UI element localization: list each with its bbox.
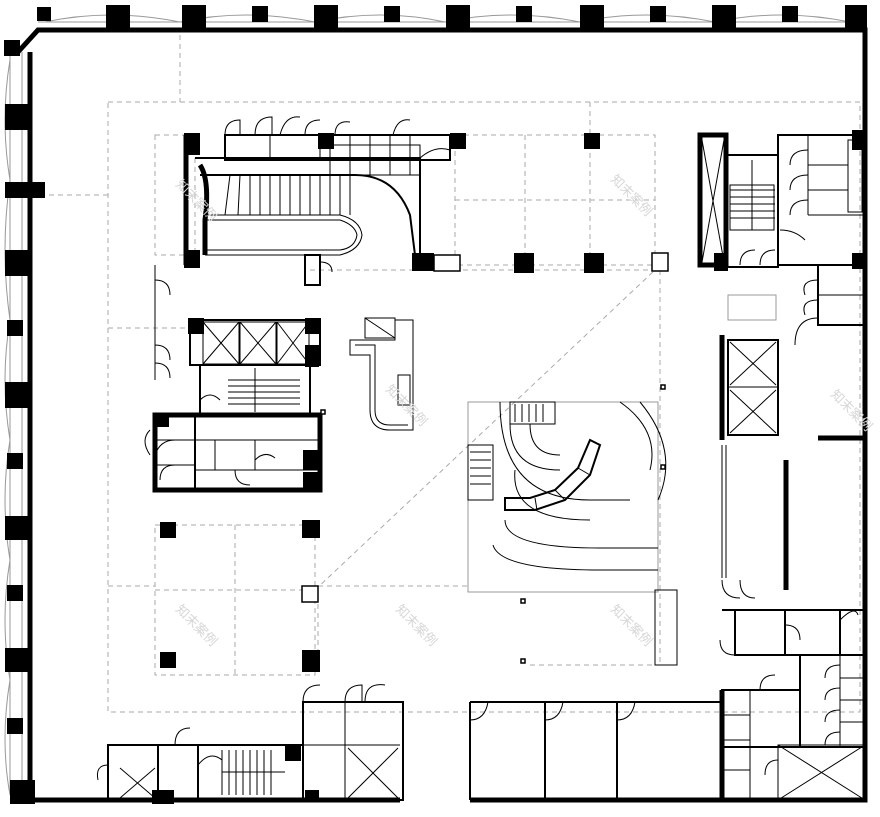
straight-flight-treads bbox=[470, 404, 544, 485]
watermarks: 知末案例 知末案例 知末案例 知末案例 知末案例 知末案例 知末案例 bbox=[172, 172, 875, 650]
watermark-text: 知末案例 bbox=[172, 177, 220, 225]
west-core bbox=[144, 265, 323, 493]
watermark-text: 知末案例 bbox=[172, 602, 220, 650]
watermark-text: 知末案例 bbox=[382, 382, 430, 430]
atrium-columns bbox=[160, 133, 669, 672]
east-restrooms bbox=[719, 609, 866, 801]
grand-staircase bbox=[183, 133, 461, 286]
east-stair-treads bbox=[730, 189, 775, 219]
exterior-walls bbox=[4, 14, 868, 803]
reception-desk bbox=[349, 317, 414, 431]
watermark-text: 知末案例 bbox=[607, 602, 655, 650]
watermark-text: 知末案例 bbox=[827, 387, 875, 435]
top-restrooms bbox=[224, 116, 466, 176]
south-rooms bbox=[97, 684, 720, 804]
watermark-text: 知末案例 bbox=[392, 602, 440, 650]
west-stair-treads bbox=[228, 379, 300, 405]
floor-markers bbox=[320, 384, 678, 666]
stair-treads bbox=[224, 174, 351, 216]
central-stair bbox=[467, 401, 667, 593]
perimeter-columns bbox=[4, 5, 867, 804]
watermark-text: 知末案例 bbox=[607, 172, 655, 220]
east-core-top bbox=[697, 130, 866, 346]
east-lifts bbox=[719, 335, 865, 611]
